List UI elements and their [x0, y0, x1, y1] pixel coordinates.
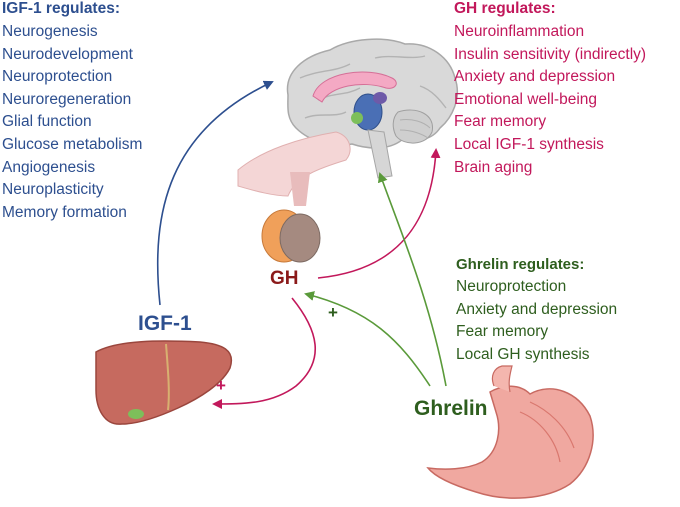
ghrelin-to-gh-sign: +	[328, 303, 338, 322]
gh-to-brain-arrow	[317, 148, 441, 279]
list-item: Neurodevelopment	[2, 45, 133, 63]
list-item: Neurogenesis	[2, 23, 98, 40]
list-item: Fear memory	[456, 323, 549, 341]
gh-to-liver-arrow	[212, 297, 317, 409]
stomach-illustration	[426, 365, 594, 499]
gh-panel-heading: GH regulates:	[454, 0, 556, 17]
liver-illustration	[95, 340, 233, 425]
list-item: Local GH synthesis	[456, 345, 590, 363]
list-item: Brain aging	[454, 158, 533, 176]
list-item: Memory formation	[2, 203, 127, 221]
ghrelin-node-label: Ghrelin	[414, 397, 488, 420]
list-item: Insulin sensitivity (indirectly)	[454, 45, 647, 63]
ghrelin-panel-list: Neuroprotection Anxiety and depression F…	[456, 276, 617, 366]
list-item: Anxiety and depression	[454, 68, 616, 86]
list-item: Neuroprotection	[2, 68, 113, 86]
ghrelin-panel-heading: Ghrelin regulates:	[456, 256, 585, 273]
list-item: Angiogenesis	[2, 158, 96, 176]
igf1-panel-heading: IGF-1 regulates:	[2, 0, 120, 17]
list-item: Emotional well-being	[454, 90, 598, 108]
igf1-to-brain-arrow	[156, 80, 274, 306]
list-item: Fear memory	[454, 113, 547, 131]
gh-panel-list: Neuroinflammation Insulin sensitivity (i…	[454, 21, 646, 179]
list-item: Neuroprotection	[456, 278, 567, 295]
list-item: Glucose metabolism	[2, 135, 143, 153]
list-item: Neuroregeneration	[2, 90, 132, 108]
list-item: Glial function	[2, 113, 92, 131]
igf1-panel-list: Neurogenesis Neurodevelopment Neuroprote…	[2, 21, 142, 224]
ghrelin-to-gh-arrow	[304, 291, 431, 387]
gh-node-label: GH	[270, 268, 299, 289]
ghrelin-to-brain-arrow	[377, 172, 447, 387]
list-item: Neuroplasticity	[2, 181, 104, 199]
list-item: Local IGF-1 synthesis	[454, 135, 604, 153]
gh-to-liver-sign: +	[216, 376, 226, 395]
pituitary-illustration	[237, 131, 351, 263]
igf1-node-label: IGF-1	[138, 312, 192, 335]
brain-illustration	[286, 38, 459, 179]
list-item: Neuroinflammation	[454, 23, 585, 40]
list-item: Anxiety and depression	[456, 300, 618, 318]
